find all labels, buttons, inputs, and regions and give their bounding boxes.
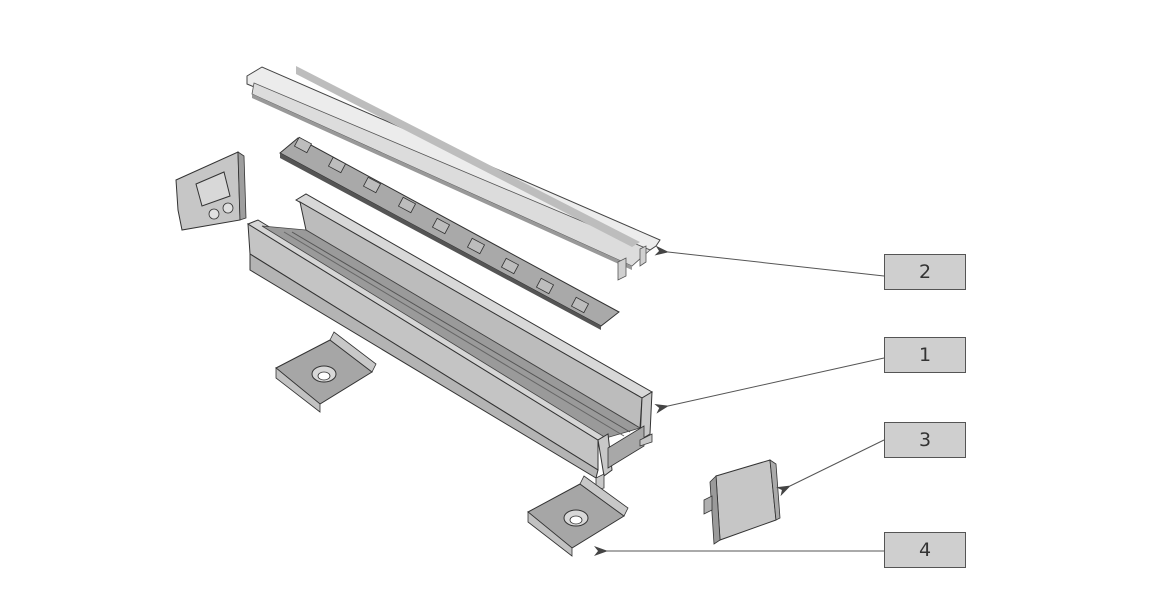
end-cap-with-connector — [175, 151, 247, 231]
aluminium-profile — [246, 193, 653, 491]
callout-label-4: 4 — [884, 532, 966, 568]
callout-label-1: 1 — [884, 337, 966, 373]
leader-line-3 — [776, 439, 885, 497]
leader-lines — [594, 245, 885, 556]
led-strip — [279, 136, 620, 330]
callout-label-2: 2 — [884, 254, 966, 290]
end-cap — [703, 459, 781, 545]
diffuser-cover — [246, 66, 661, 281]
mounting-clip — [527, 475, 629, 557]
leader-line-2 — [654, 245, 885, 277]
leader-line-1 — [654, 357, 885, 414]
callout-label-3: 3 — [884, 422, 966, 458]
mounting-clip-left — [275, 331, 377, 413]
